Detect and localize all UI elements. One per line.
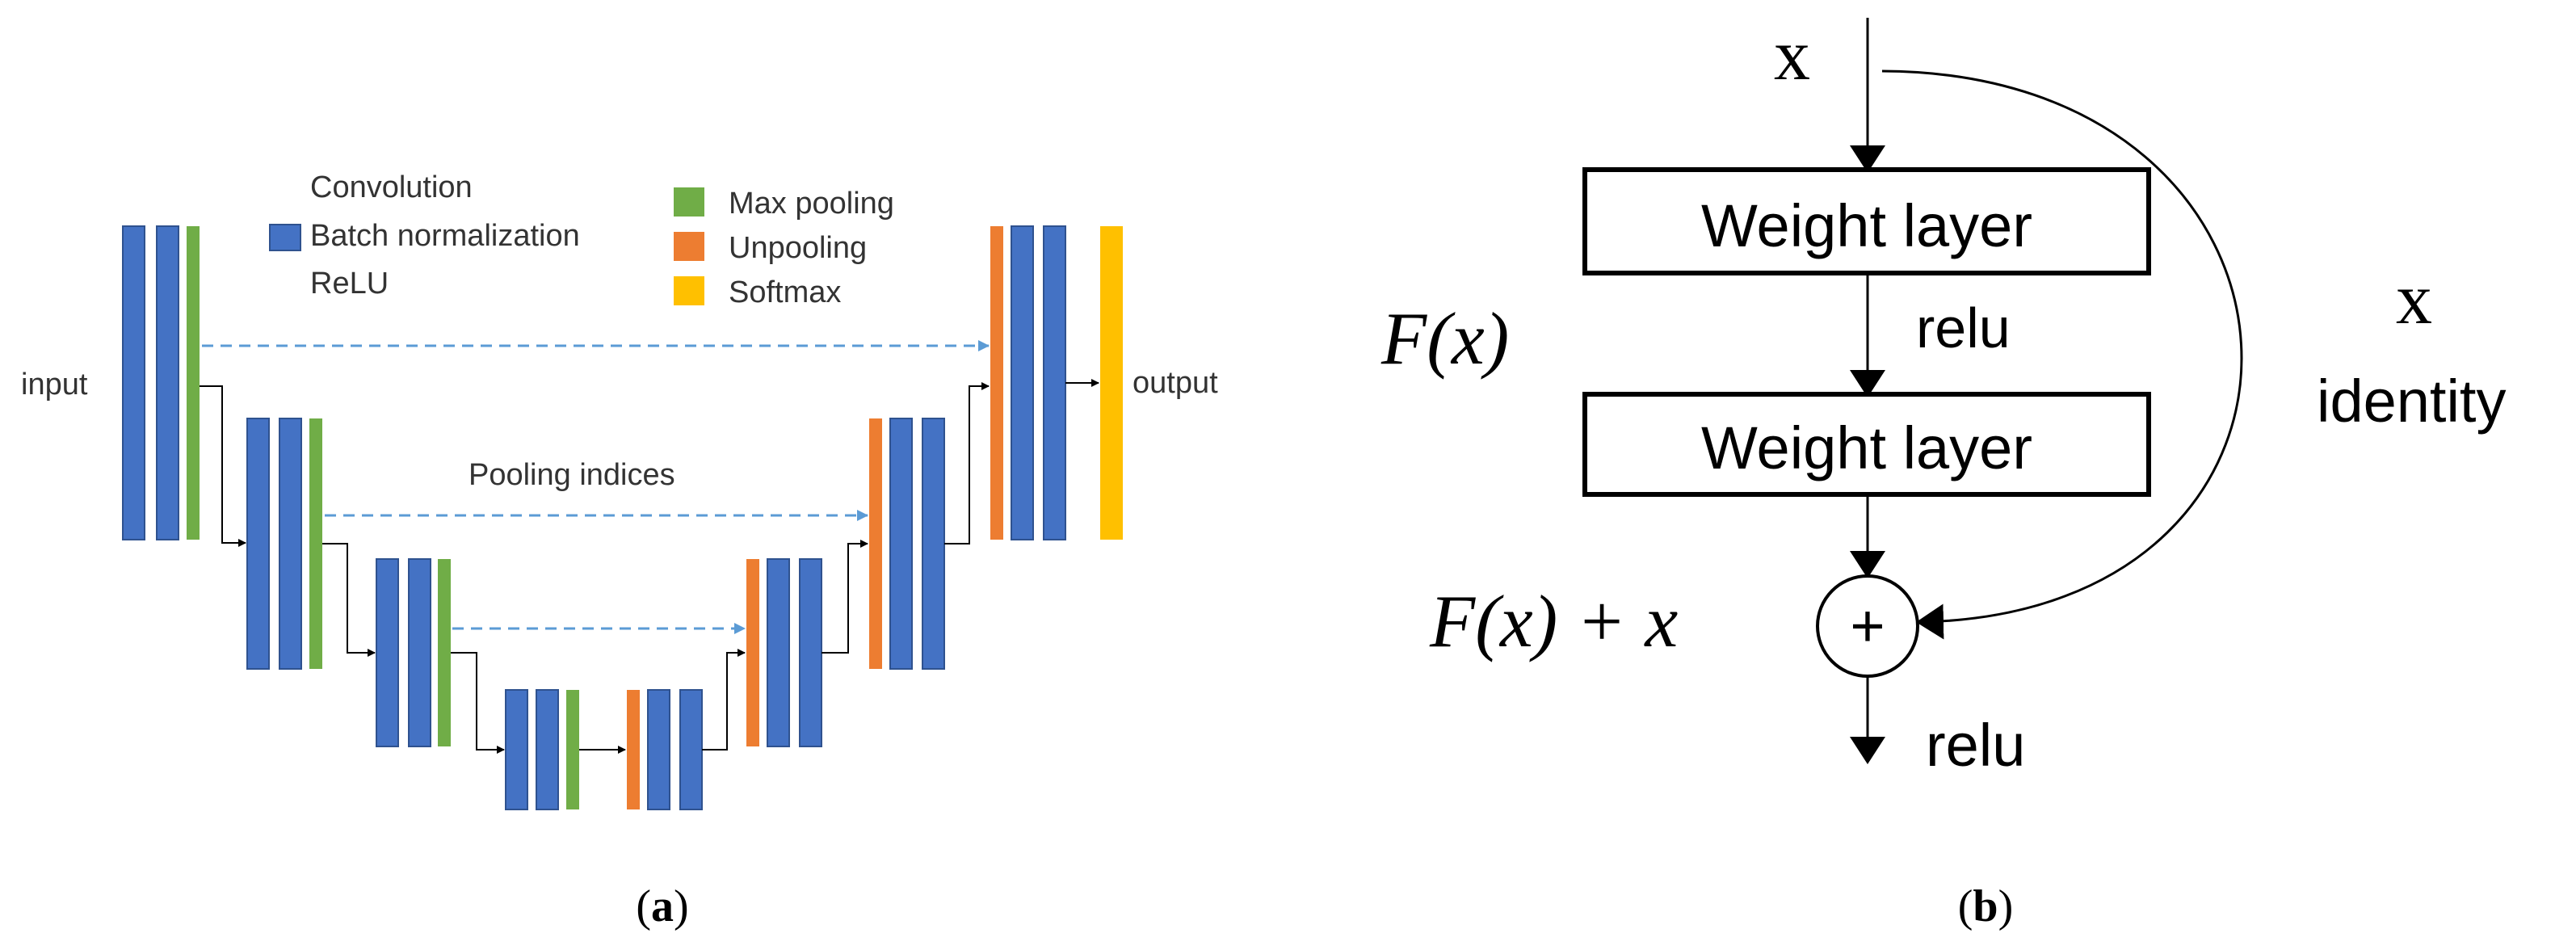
max-pooling-layer [187, 226, 200, 540]
conv-layer [122, 225, 145, 540]
legend-label-max-pooling: Max pooling [729, 187, 894, 221]
conv-layer [505, 689, 528, 810]
weight-layer-box-1 [1582, 167, 2151, 275]
connector-arrow [322, 543, 376, 657]
weight-layer-label-1: Weight layer [1701, 192, 2032, 259]
connector-arrow [702, 649, 746, 750]
identity-label: identity [2317, 368, 2506, 435]
caption-a-open-paren: ( [636, 881, 651, 931]
softmax-layer [1100, 226, 1123, 540]
caption-b-open-paren: ( [1958, 881, 1973, 931]
conv-layer [799, 558, 822, 747]
caption-b-letter: b [1973, 881, 1998, 931]
output-label: output [1133, 366, 1218, 400]
caption-b-close-paren: ) [1998, 881, 2014, 931]
decoder-block-3 [746, 558, 822, 747]
max-pooling-layer [438, 559, 451, 746]
panel-a: Convolution Batch normalization ReLU Max… [21, 170, 1218, 931]
conv-layer [376, 558, 399, 747]
connector-arrow [944, 382, 990, 544]
unpooling-layer [746, 559, 759, 746]
decoder-block-4 [627, 689, 703, 810]
caption-b: (b) [1958, 881, 2013, 931]
legend: Convolution Batch normalization ReLU Max… [269, 170, 894, 309]
input-label: input [21, 368, 88, 402]
connector-arrow [200, 385, 246, 547]
legend-swatch-softmax [674, 276, 704, 305]
conv-layer [246, 418, 270, 670]
relu-label-middle: relu [1916, 296, 2011, 359]
legend-swatch-unpooling [674, 232, 704, 261]
legend-label-batch-normalization: Batch normalization [310, 219, 580, 253]
conv-layer [922, 418, 945, 670]
identity-x-label: x [2396, 259, 2432, 339]
connector-arrow [822, 540, 868, 654]
legend-label-softmax: Softmax [729, 275, 841, 309]
pooling-indices-label: Pooling indices [469, 458, 675, 492]
conv-layer [408, 558, 431, 747]
conv-layer [536, 689, 559, 810]
caption-a: (a) [636, 881, 688, 931]
encoder-block-2 [246, 418, 322, 670]
legend-swatch-conv [269, 224, 301, 251]
max-pooling-layer [309, 418, 322, 669]
encoder-block-4 [505, 689, 579, 810]
plus-icon: + [1850, 592, 1885, 659]
weight-layer-box-2 [1582, 392, 2151, 497]
encoder-block-3 [376, 558, 451, 747]
unpooling-layer [627, 690, 640, 809]
unpooling-layer [869, 418, 882, 669]
conv-layer [156, 225, 179, 540]
input-x-label: x [1774, 15, 1810, 95]
caption-a-close-paren: ) [674, 881, 689, 931]
legend-swatch-max-pooling [674, 187, 704, 217]
conv-layer [279, 418, 302, 670]
relu-label-bottom: relu [1926, 712, 2025, 779]
conv-layer [679, 689, 703, 810]
legend-label-relu: ReLU [310, 267, 389, 301]
conv-layer [1043, 225, 1066, 540]
conv-layer [1011, 225, 1034, 540]
decoder-block-2 [869, 418, 945, 670]
weight-layer-label-2: Weight layer [1701, 414, 2032, 481]
panel-b: x Weight layer relu Weight layer + relu … [1380, 15, 2506, 931]
connector-arrow [451, 652, 505, 754]
fx-plus-x-label: F(x) + x [1429, 580, 1678, 662]
decoder-block-1 [990, 225, 1066, 540]
identity-skip-connection [1881, 69, 2243, 640]
max-pooling-layer [566, 690, 579, 809]
conv-layer [647, 689, 670, 810]
caption-a-letter: a [651, 881, 674, 931]
legend-label-unpooling: Unpooling [729, 231, 867, 265]
conv-layer [889, 418, 913, 670]
fx-label: F(x) [1380, 297, 1509, 380]
unpooling-layer [990, 226, 1003, 540]
conv-layer [767, 558, 790, 747]
legend-label-convolution: Convolution [310, 170, 473, 204]
encoder-block-1 [122, 225, 200, 540]
